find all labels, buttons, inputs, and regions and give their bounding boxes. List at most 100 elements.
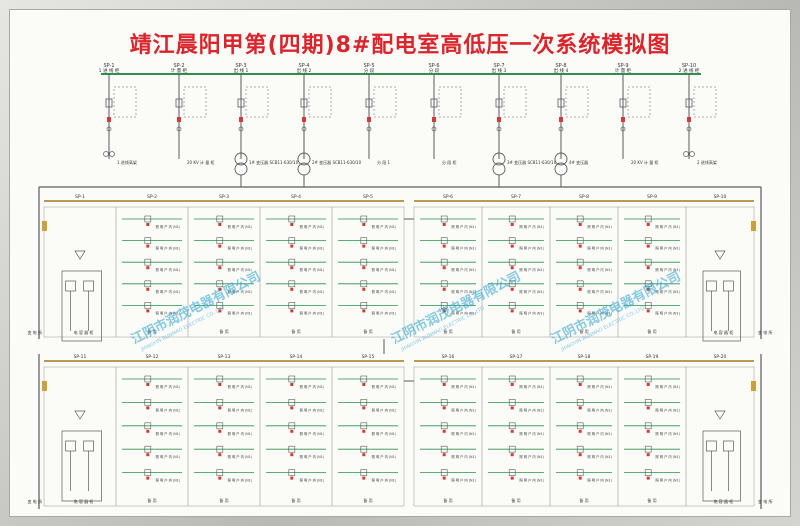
hv-panel-label: 出 线 4 [554,67,569,74]
lv-breaker [360,469,368,476]
spare-label: 备 用 [147,497,156,503]
lv-breaker-indicator [442,383,446,386]
lv-breaker-indicator [290,244,294,248]
hv-compartment [245,86,269,118]
lv-breaker-indicator [146,309,150,313]
lv-feeder-label: 照 明 户 内 (N1) [519,289,544,294]
lv-feeder-label: 照 明 户 内 (N1) [372,454,397,459]
lv-feeder-label: 照 明 户 内 (N1) [156,246,181,251]
hv-panel-id: SP-8 [555,63,566,69]
lv-panel-id: SP-11 [74,354,87,360]
lv-feeder-label: 照 明 户 内 (N1) [655,431,680,436]
lv-panel-id: SP-3 [219,194,229,200]
capacitor-box [702,270,741,342]
lv-breaker [216,445,224,453]
lv-breaker [508,422,516,430]
watermark-text: 江阴市润茂电器有限公司 [549,268,684,347]
lv-breaker-indicator [442,453,446,457]
lv-feeder-label: 照 明 户 内 (N1) [451,431,476,436]
lv-breaker-indicator [646,244,650,248]
lv-breaker [508,215,516,223]
lv-breaker [644,258,652,266]
incoming-breaker [751,221,756,231]
lv-breaker-indicator [578,476,582,480]
capacitor-symbol [83,440,94,452]
lv-panel-id: SP-6 [443,194,453,200]
hv-breaker-indicator [367,117,371,122]
lv-breaker [440,422,448,430]
lv-feeder-label: 照 明 户 内 (N1) [655,384,680,389]
hv-panel-id: SP-3 [235,63,246,69]
hv-breaker [495,98,503,108]
lv-feeder-label: 照 明 户 内 (N1) [519,431,544,436]
lv-feeder-label: 照 明 户 内 (N1) [519,246,544,251]
hv-panel-id: SP-2 [173,63,184,69]
lv-breaker-indicator [146,453,150,457]
lv-breaker-indicator [290,383,294,386]
ct-symbol [686,126,692,132]
lv-feeder-label: 照 明 户 内 (N1) [451,289,476,294]
lv-feeder-label: 照 明 户 内 (N1) [156,431,181,436]
lv-breaker-indicator [218,309,222,313]
lv-feeder-label: 照 明 户 内 (N1) [451,267,476,272]
hv-compartment [565,86,589,118]
lv-feeder-label: 照 明 户 内 (N1) [156,267,181,272]
lv-breaker-indicator [646,266,650,270]
lv-breaker [576,258,584,266]
lv-breaker [508,375,516,383]
lv-feeder-label: 照 明 户 内 (N1) [300,478,325,483]
lv-breaker-indicator [362,429,366,433]
lv-breaker-indicator [510,266,514,270]
lv-breaker-indicator [290,287,294,291]
hv-breaker-indicator [621,117,625,122]
lv-breaker [644,445,652,453]
lv-breaker-indicator [578,287,582,291]
lv-breaker-indicator [646,383,650,386]
lv-feeder-label: 照 明 户 内 (N1) [655,224,680,229]
lv-feeder-label: 照 明 户 内 (N1) [372,224,397,229]
watermark-text: 江阴市润茂电器有限公司 [129,268,264,347]
lv-feeder-label: 照 明 户 内 (N1) [228,478,253,483]
lv-feeder-label: 照 明 户 内 (N1) [300,407,325,412]
hv-panel-id: SP-10 [682,63,696,69]
lv-breaker [644,422,652,430]
hv-panel-id: SP-6 [428,63,439,69]
capacitor-label: 电 容 器 柜 [713,498,733,504]
transformer-symbol [297,152,311,166]
side-label: 变 电 所 [27,498,42,504]
lv-feeder-label: 照 明 户 内 (N1) [587,454,612,459]
hv-breaker-indicator [559,117,563,122]
lv-feeder-label: 照 明 户 内 (N1) [228,310,253,315]
lv-breaker-indicator [362,244,366,248]
lv-feeder-label: 照 明 户 内 (N1) [587,224,612,229]
lv-panel-id: SP-8 [579,194,589,200]
lv-feeder-label: 照 明 户 内 (N1) [228,246,253,251]
hv-breaker-indicator [432,117,436,122]
lv-breaker-indicator [510,223,514,226]
lv-breaker-indicator [290,309,294,313]
hv-compartment [308,86,332,118]
lv-feeder-label: 照 明 户 内 (N1) [372,267,397,272]
lv-breaker-indicator [442,244,446,248]
hv-panel-bottom-label: 20 KV 计 量 柜 [631,159,659,165]
lv-feeder-label: 照 明 户 内 (N1) [156,289,181,294]
lv-breaker-indicator [442,287,446,291]
lv-breaker-indicator [442,309,446,313]
lv-breaker [288,469,296,476]
spare-label: 备 用 [363,497,372,503]
lv-breaker [144,469,152,476]
lv-breaker-indicator [578,223,582,226]
lv-panel-id: SP-18 [578,354,591,360]
lv-breaker-indicator [646,223,650,226]
lv-feeder-label: 照 明 户 内 (N1) [451,310,476,315]
lv-breaker-indicator [218,429,222,433]
lv-breaker [508,237,516,244]
spare-label: 备 用 [647,328,656,334]
lv-breaker-indicator [146,476,150,480]
lv-breaker [288,445,296,453]
lv-panel-id: SP-7 [511,194,521,200]
lv-section-frame [413,206,755,338]
lv-breaker [144,422,152,430]
